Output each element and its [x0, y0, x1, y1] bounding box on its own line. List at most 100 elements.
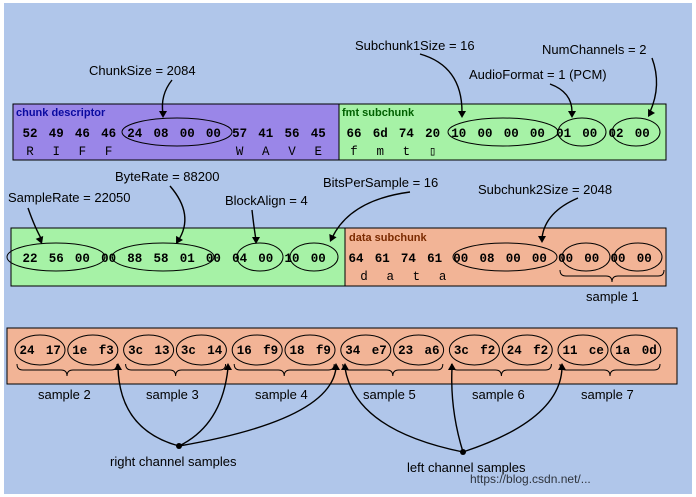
chunk-descriptor-char: W: [236, 145, 244, 159]
sample-byte: 3c: [181, 344, 196, 358]
bits-per-sample-arrow: [331, 191, 411, 239]
right-channel-arrow-3: [178, 367, 337, 447]
left-channel-arrow-3-head: [558, 363, 566, 370]
sample-byte: 11: [562, 344, 577, 358]
block-align-arrow-head: [252, 237, 260, 244]
subchunk1-size-arrow-head: [458, 111, 466, 118]
right-channel-arrow-2-head: [224, 363, 232, 370]
chunk-descriptor-title: chunk descriptor: [16, 107, 106, 119]
sample-channel-ellipse: [340, 334, 392, 366]
chunk-descriptor-byte: 45: [311, 127, 326, 141]
subchunk2-size-ellipse: [452, 242, 558, 272]
sample-channel-ellipse: [610, 334, 662, 366]
chunk-descriptor-byte: 00: [206, 127, 221, 141]
sample1-right-ellipse: [613, 242, 663, 272]
sample-byte: 18: [289, 344, 304, 358]
sample-5-label: sample 5: [363, 387, 416, 402]
chunk-descriptor-byte: 49: [49, 127, 64, 141]
fmt-continued-byte: 00: [311, 252, 326, 266]
chunk-size-label: ChunkSize = 2084: [89, 63, 196, 78]
data-subchunk-byte: 74: [401, 252, 417, 266]
chunk-descriptor-byte: 57: [232, 127, 247, 141]
subchunk1-size-arrow: [419, 53, 463, 113]
subchunk2-size-arrow: [541, 197, 579, 239]
sample-channel-ellipse: [501, 334, 553, 366]
sample-1-label: sample 1: [586, 289, 639, 304]
sample-byte: ce: [589, 344, 604, 358]
sample-rate-ellipse: [6, 242, 106, 272]
sample-brace: [16, 363, 118, 377]
sample-2-label: sample 2: [38, 387, 91, 402]
data-subchunk-byte: 00: [584, 252, 599, 266]
right-channel-arrow-2: [178, 367, 229, 447]
fmt-subchunk-byte: 66: [346, 127, 361, 141]
field-ellipses: [6, 117, 663, 366]
bits-per-sample-ellipse: [289, 242, 339, 272]
chunk-descriptor-char: F: [79, 145, 87, 159]
data-subchunk-title: data subchunk: [349, 232, 428, 244]
data-subchunk-byte: 00: [506, 252, 521, 266]
data-subchunk-box: [344, 227, 667, 287]
byte-rate-ellipse: [111, 242, 215, 272]
left-channel-arrow-1-head: [341, 363, 349, 370]
sample-rate-arrow-head: [35, 236, 44, 244]
sample-byte: 13: [154, 344, 169, 358]
watermark-text: https://blog.csdn.net/...: [470, 472, 591, 486]
fmt-subchunk-byte: 74: [399, 127, 415, 141]
sample-byte: e7: [372, 344, 387, 358]
num-channels-arrow: [649, 57, 658, 113]
data-subchunk-byte: 00: [532, 252, 547, 266]
block-align-label: BlockAlign = 4: [225, 193, 308, 208]
chunk-descriptor-byte: 24: [127, 127, 143, 141]
left-channel-arrow-1: [344, 367, 464, 453]
num-channels-arrow-head: [648, 108, 655, 117]
fmt-continued-byte: 04: [232, 252, 248, 266]
sample-rate-label: SampleRate = 22050: [8, 190, 131, 205]
bits-per-sample-label: BitsPerSample = 16: [323, 175, 438, 190]
byte-rate-label: ByteRate = 88200: [115, 169, 219, 184]
sample-byte: 24: [19, 344, 35, 358]
chunk-descriptor-byte: 08: [153, 127, 168, 141]
sample-channel-ellipse: [67, 334, 119, 366]
sample-brace: [125, 363, 227, 377]
sample-3-label: sample 3: [146, 387, 199, 402]
sample-channel-ellipse: [557, 334, 609, 366]
sample-byte: 1a: [615, 344, 631, 358]
chunk-descriptor-byte: 52: [22, 127, 37, 141]
chunk-descriptor-char: I: [52, 145, 60, 159]
data-subchunk-char: a: [439, 270, 447, 284]
sample-channel-ellipse: [448, 334, 500, 366]
sample-byte: 3c: [454, 344, 469, 358]
data-subchunk-byte: 61: [427, 252, 442, 266]
sample-byte: f9: [263, 344, 278, 358]
fmt-subchunk-byte: 10: [451, 127, 466, 141]
sample-channel-ellipse: [393, 334, 445, 366]
chunk-descriptor-byte: 00: [180, 127, 195, 141]
chunk-descriptor-char: E: [314, 145, 322, 159]
data-subchunk-byte: 64: [348, 252, 364, 266]
fmt-subchunk-char: t: [403, 145, 411, 159]
right-channel-arrow-3-head: [332, 363, 340, 370]
sample-byte: 3c: [128, 344, 143, 358]
sample-byte: f2: [480, 344, 495, 358]
fmt-subchunk-byte: 20: [425, 127, 440, 141]
sample-4-label: sample 4: [255, 387, 308, 402]
fmt-subchunk-byte: 00: [504, 127, 519, 141]
sample-byte: 0d: [642, 344, 657, 358]
fmt-continued-byte: 00: [258, 252, 273, 266]
data-subchunk-byte: 00: [610, 252, 625, 266]
data-subchunk-char: d: [360, 270, 368, 284]
sample1-left-ellipse: [561, 242, 611, 272]
num-channels-ellipse: [611, 117, 661, 147]
fmt-continued-byte: 58: [153, 252, 168, 266]
data-subchunk-byte: 00: [637, 252, 652, 266]
chunk-size-arrow-head: [159, 111, 167, 118]
block-align-ellipse: [236, 242, 284, 272]
fmt-continued-byte: 00: [75, 252, 90, 266]
chunk-descriptor-box: [12, 103, 340, 161]
